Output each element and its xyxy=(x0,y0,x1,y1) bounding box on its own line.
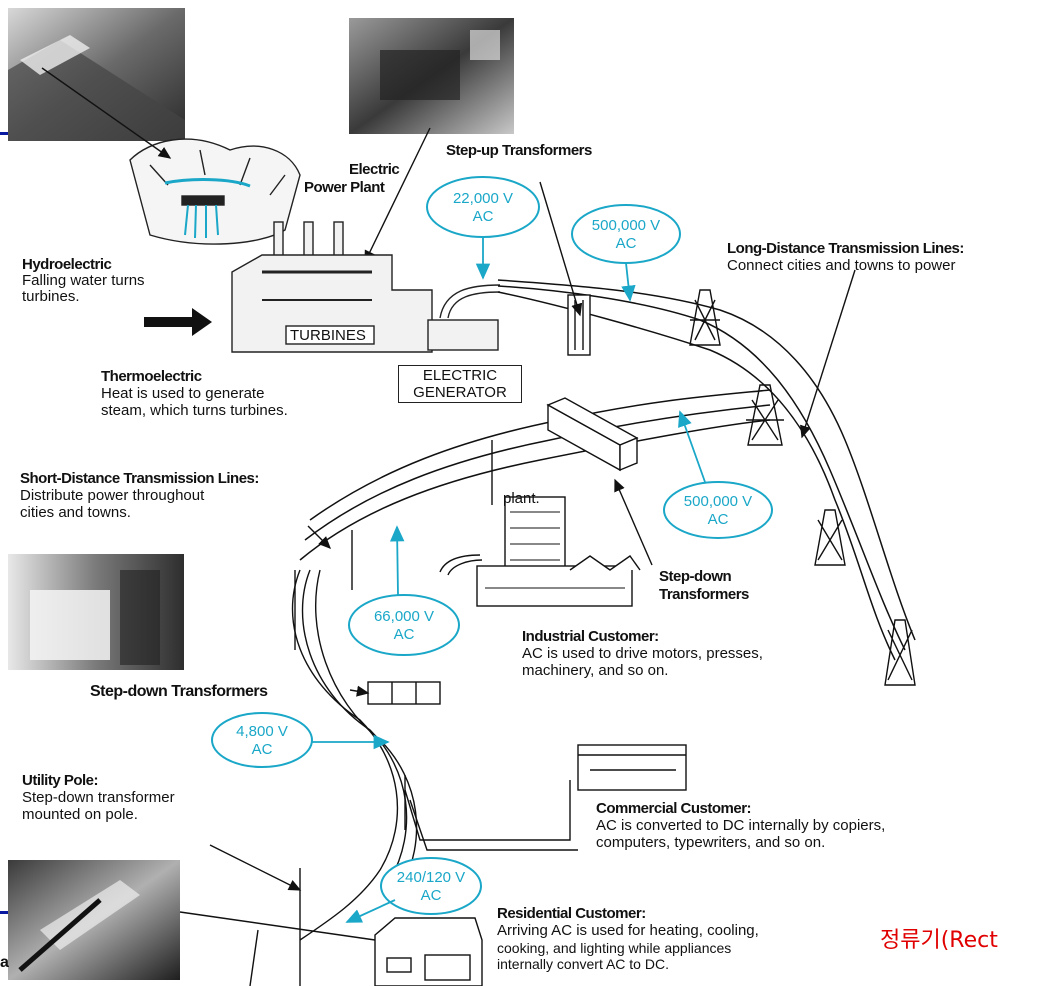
commercial-line2: computers, typewriters, and so on. xyxy=(596,834,826,851)
short-distance-line2: cities and towns. xyxy=(20,504,131,521)
industrial-building xyxy=(476,496,641,607)
plant-label-line2: Power Plant xyxy=(304,179,385,196)
stepdown-mid-line1: Step-down xyxy=(659,568,732,585)
stepup-label: Step-up Transformers xyxy=(446,142,592,159)
thermo-title: Thermoelectric xyxy=(101,368,202,385)
voltage-66000-type: AC xyxy=(393,626,415,643)
generator-line2: GENERATOR xyxy=(413,384,507,401)
turbines-label: TURBINES xyxy=(290,327,366,344)
utility-pole-line2: mounted on pole. xyxy=(22,806,138,823)
residential-house xyxy=(374,917,483,986)
korean-rectifier-note: 정류기(Rect xyxy=(880,928,998,953)
stepdown-left-label: Step-down Transformers xyxy=(90,683,268,700)
voltage-22000-value: 22,000 V xyxy=(452,190,514,207)
voltage-500000-a-value: 500,000 V xyxy=(591,217,661,234)
short-distance-title: Short-Distance Transmission Lines: xyxy=(20,470,259,487)
stepdown-mid-line2: Transformers xyxy=(659,586,749,603)
hydro-title: Hydroelectric xyxy=(22,256,112,273)
voltage-66000-value: 66,000 V xyxy=(373,608,435,625)
commercial-building xyxy=(577,744,687,791)
voltage-500000-b-value: 500,000 V xyxy=(683,493,753,510)
voltage-22000-type: AC xyxy=(472,208,494,225)
residential-line3: internally convert AC to DC. xyxy=(497,956,669,972)
plant-word: plant. xyxy=(503,490,540,507)
power-plant-illustration xyxy=(231,221,501,353)
dam-photo xyxy=(8,8,185,141)
hydro-line2: turbines. xyxy=(22,288,80,305)
voltage-500000-b: 500,000 V AC xyxy=(664,493,772,529)
transformer-photo xyxy=(8,554,184,670)
thermo-line2: steam, which turns turbines. xyxy=(101,402,288,419)
voltage-500000-b-type: AC xyxy=(707,511,729,528)
voltage-4800-value: 4,800 V xyxy=(236,723,288,740)
generator-box: ELECTRIC GENERATOR xyxy=(398,365,522,403)
voltage-4800: 4,800 V AC xyxy=(212,723,312,759)
pole-transformer-photo xyxy=(8,860,180,980)
dam-illustration xyxy=(129,138,301,245)
residential-line2: cooking, and lighting while appliances xyxy=(497,940,732,956)
utility-pole-line1: Step-down transformer xyxy=(22,789,175,806)
substation-box xyxy=(546,397,639,472)
generator-line1: ELECTRIC xyxy=(422,367,498,384)
edge-letter: a xyxy=(0,954,9,971)
residential-line1: Arriving AC is used for heating, cooling… xyxy=(497,922,759,939)
voltage-arrows xyxy=(312,237,706,923)
industrial-title: Industrial Customer: xyxy=(522,628,659,645)
long-distance-title: Long-Distance Transmission Lines: xyxy=(727,240,964,257)
voltage-500000-a-type: AC xyxy=(615,235,637,252)
voltage-240-120-type: AC xyxy=(420,887,442,904)
power-plant-photo xyxy=(349,18,514,134)
thermo-line1: Heat is used to generate xyxy=(101,385,265,402)
residential-title: Residential Customer: xyxy=(497,905,646,922)
short-distance-line1: Distribute power throughout xyxy=(20,487,205,504)
voltage-66000: 66,000 V AC xyxy=(349,608,459,644)
utility-pole-title: Utility Pole: xyxy=(22,772,99,789)
voltage-500000-a: 500,000 V AC xyxy=(572,217,680,253)
voltage-240-120-value: 240/120 V xyxy=(396,869,466,886)
voltage-4800-type: AC xyxy=(251,741,273,758)
long-distance-line1: Connect cities and towns to power xyxy=(727,257,956,274)
plant-label-line1: Electric xyxy=(349,161,400,178)
voltage-22000: 22,000 V AC xyxy=(427,190,539,226)
industrial-line2: machinery, and so on. xyxy=(522,662,669,679)
industrial-line1: AC is used to drive motors, presses, xyxy=(522,645,763,662)
hydro-line1: Falling water turns xyxy=(22,272,145,289)
long-distance-lines xyxy=(299,279,916,661)
commercial-title: Commercial Customer: xyxy=(596,800,752,817)
voltage-240-120: 240/120 V AC xyxy=(381,869,481,905)
commercial-line1: AC is converted to DC internally by copi… xyxy=(596,817,886,834)
distribution-lines xyxy=(249,440,578,986)
